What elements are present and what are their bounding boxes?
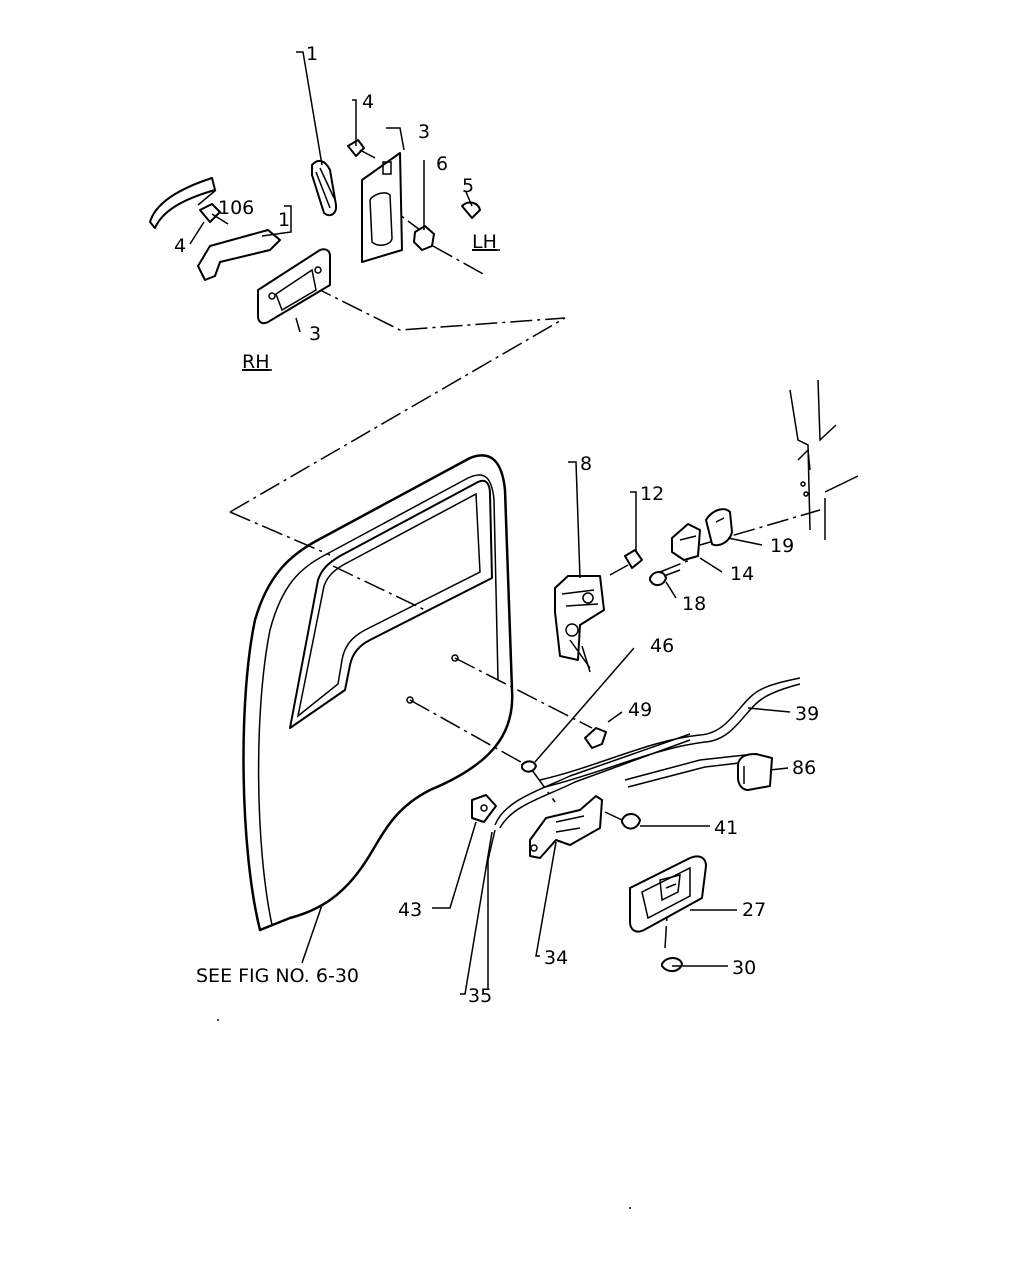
callout-1-top: 1 <box>306 43 318 65</box>
reference-note: SEE FIG NO. 6-30 <box>196 965 359 987</box>
remote-control-34 <box>529 795 603 859</box>
label-lh: LH <box>472 231 497 253</box>
callout-labels: 1 4 3 6 5 106 1 4 3 8 12 19 14 18 46 49 … <box>174 43 819 1007</box>
door-lock-8 <box>554 575 605 673</box>
callout-34: 34 <box>544 947 568 969</box>
leader-lines <box>189 51 791 995</box>
callout-14: 14 <box>730 563 754 585</box>
callout-35: 35 <box>468 985 492 1007</box>
callout-30: 30 <box>732 957 756 979</box>
door-panel <box>242 454 514 932</box>
rod-39 <box>539 677 801 788</box>
callout-86: 86 <box>792 757 816 779</box>
callout-3-rh: 3 <box>309 323 321 345</box>
side-labels: LH RH <box>242 231 500 373</box>
screw-18 <box>649 569 681 586</box>
callout-8: 8 <box>580 453 592 475</box>
callout-39: 39 <box>795 703 819 725</box>
rod-lower <box>624 754 749 788</box>
callout-106: 106 <box>218 197 254 219</box>
callout-18: 18 <box>682 593 706 615</box>
callout-5: 5 <box>462 175 474 197</box>
screw-30 <box>661 957 683 972</box>
callout-27: 27 <box>742 899 766 921</box>
callout-49: 49 <box>628 699 652 721</box>
callout-1-mid: 1 <box>278 209 290 231</box>
callout-19: 19 <box>770 535 794 557</box>
outside-handle-lh <box>311 159 338 217</box>
handle-bezel-lh <box>361 152 403 263</box>
striker-14 <box>671 523 701 561</box>
screw-4-top <box>347 139 376 159</box>
cover-86 <box>737 753 773 791</box>
clip-49 <box>584 727 607 749</box>
callout-43: 43 <box>398 899 422 921</box>
rod-106 <box>149 177 216 229</box>
callout-46: 46 <box>650 635 674 657</box>
callout-6: 6 <box>436 153 448 175</box>
label-rh: RH <box>242 351 270 373</box>
handle-rh <box>197 203 281 281</box>
callout-4-top: 4 <box>362 91 374 113</box>
screw-12 <box>609 549 643 576</box>
callout-12: 12 <box>640 483 664 505</box>
inside-handle-bezel-27 <box>629 855 707 933</box>
screw-41 <box>604 811 641 830</box>
bracket-43 <box>471 794 497 823</box>
callout-3-top: 3 <box>418 121 430 143</box>
callout-4-left: 4 <box>174 235 186 257</box>
rod-35 <box>487 733 691 990</box>
clip-5 <box>461 201 481 219</box>
callout-41: 41 <box>714 817 738 839</box>
body-pillar <box>789 379 859 540</box>
clip-46 <box>521 760 537 773</box>
bushing-6 <box>413 225 435 251</box>
handle-bezel-rh <box>257 248 331 325</box>
shim-19 <box>705 508 733 547</box>
